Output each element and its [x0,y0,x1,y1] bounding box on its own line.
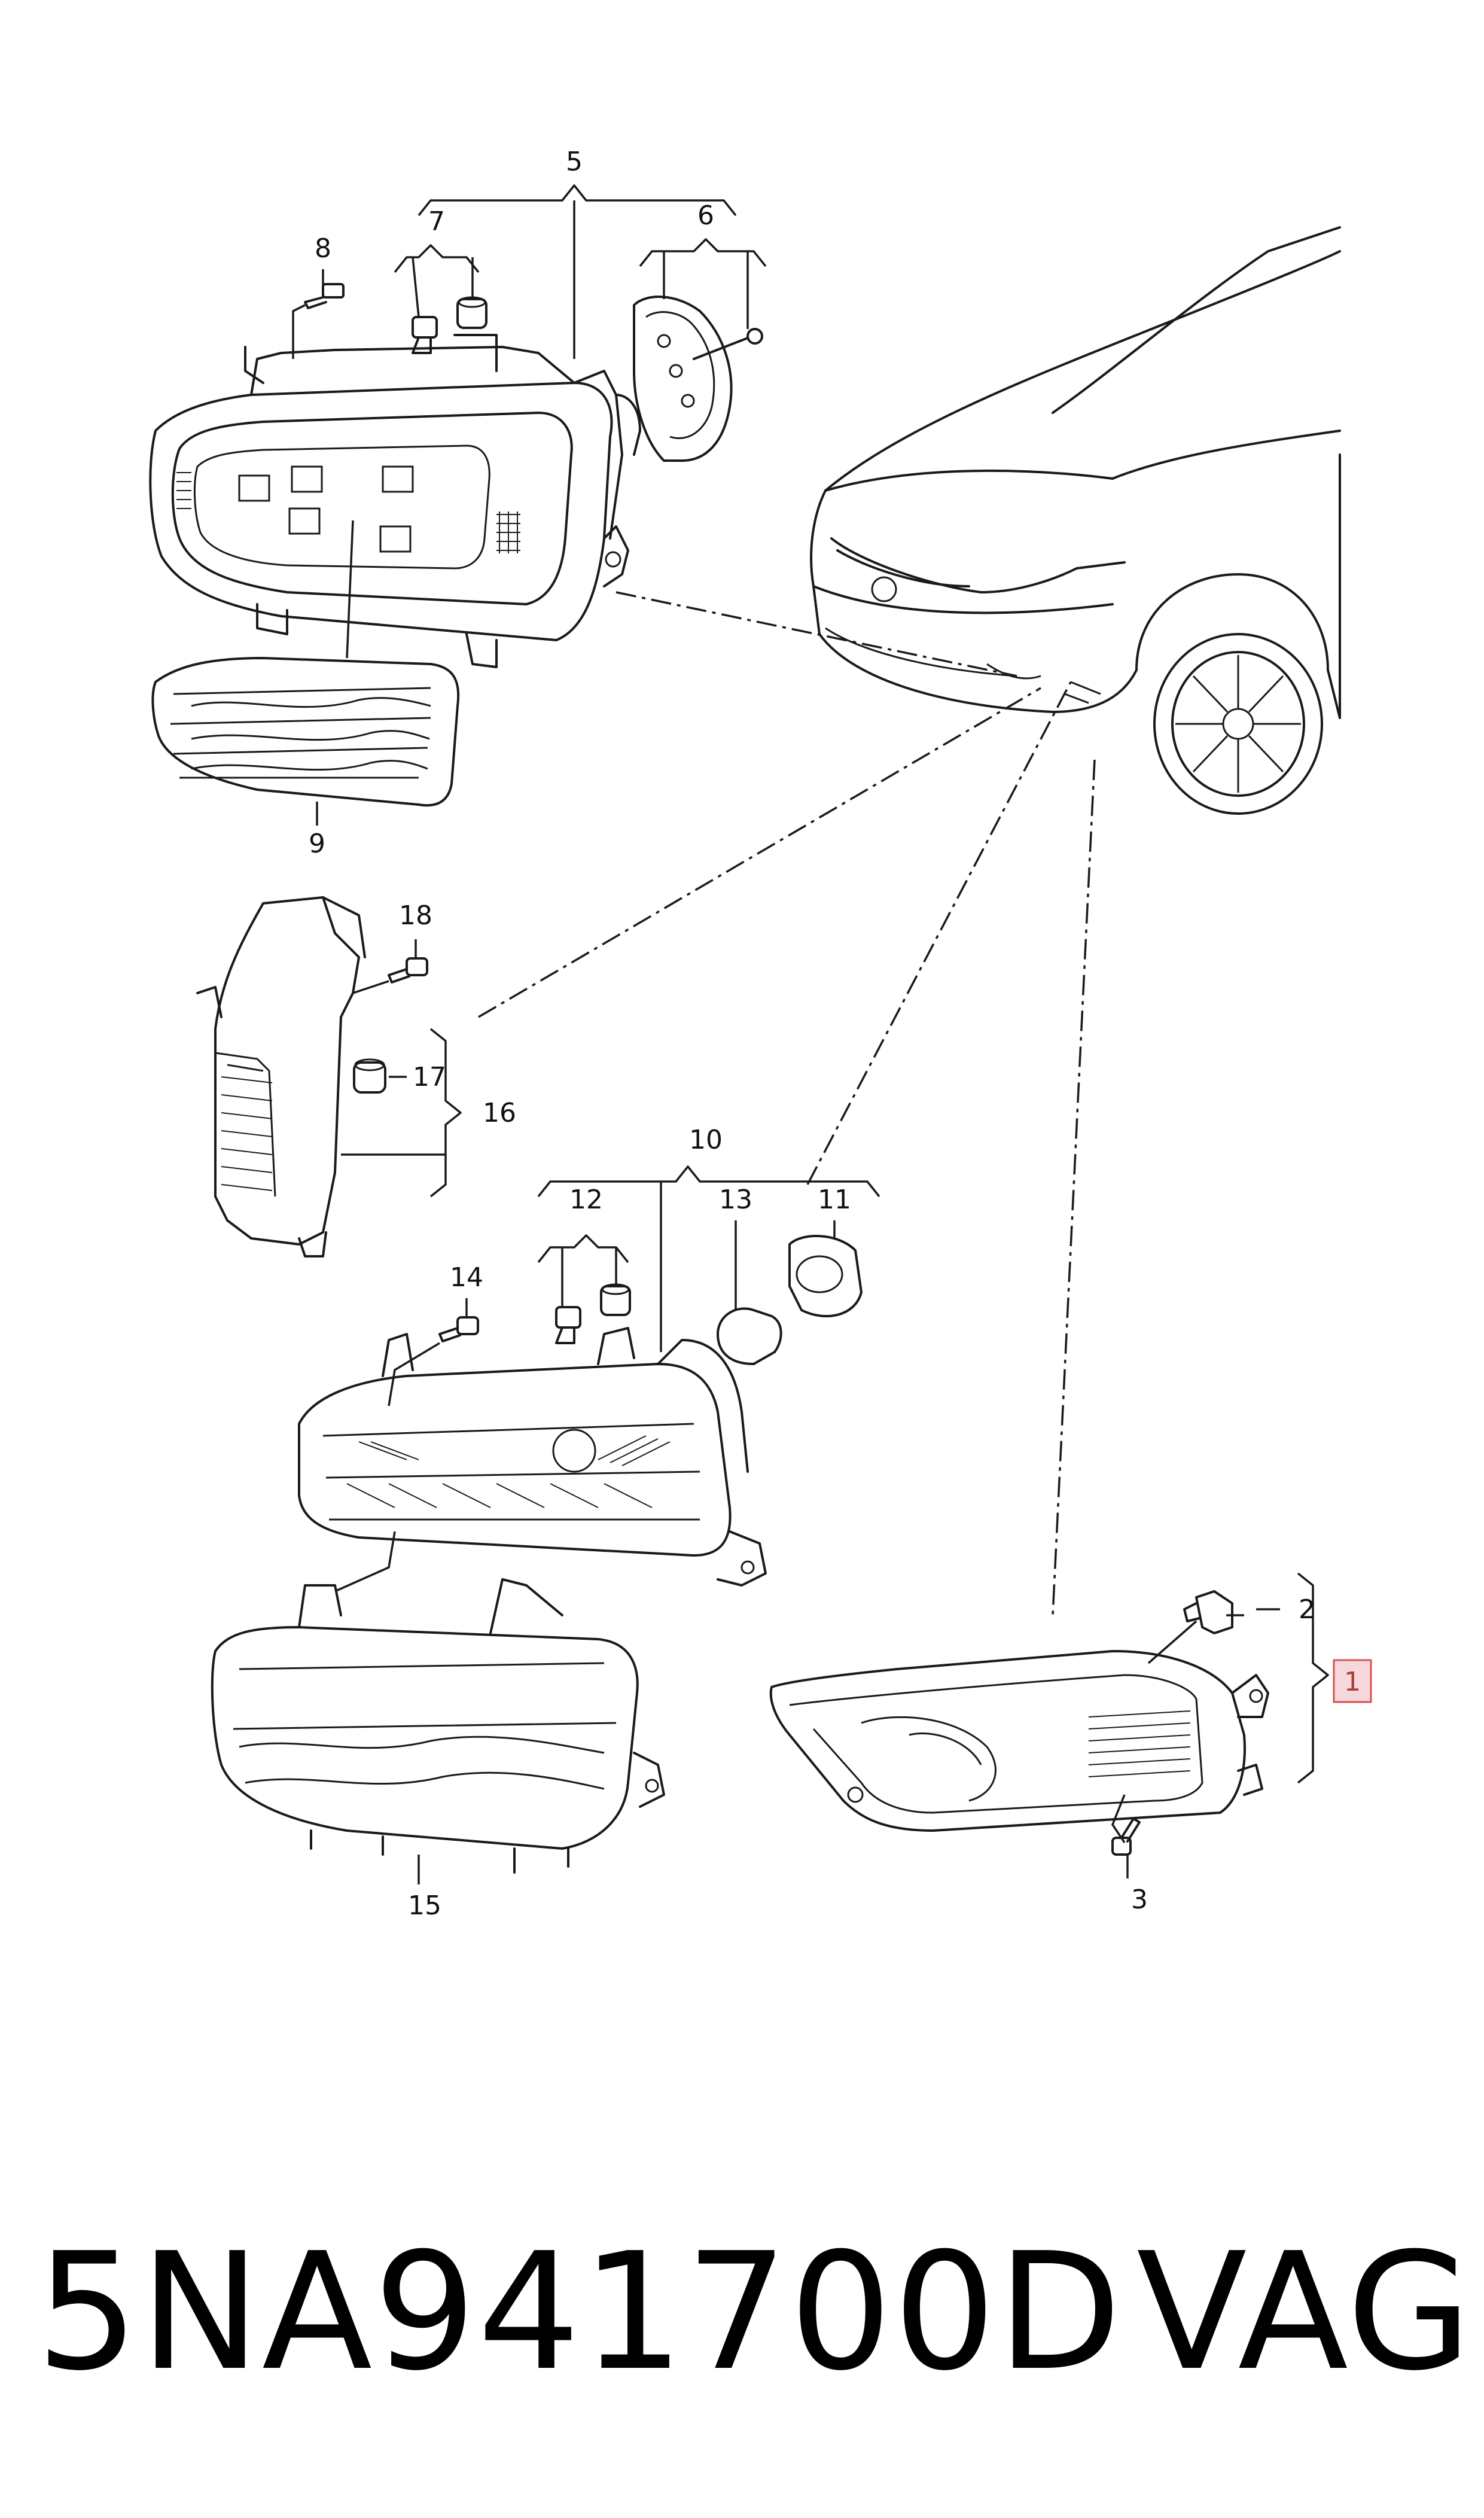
callout-1: 1 [1344,1667,1361,1697]
callout-10: 10 [689,1125,723,1155]
callout-2: 2 [1299,1594,1315,1625]
callout-14: 14 [450,1262,483,1293]
callout-8: 8 [315,233,331,264]
callout-11: 11 [818,1185,851,1215]
callout-1-highlight [1333,1659,1372,1703]
bulb-13 [717,1307,782,1365]
callout-13: 13 [719,1185,752,1215]
callout-9: 9 [309,829,325,859]
callout-18: 18 [399,900,432,931]
brand-text: VAG [1136,2218,1473,2406]
fastener-7b [456,296,487,329]
callout-3: 3 [1131,1884,1148,1915]
callout-16: 16 [483,1098,516,1128]
car-front-illustration [810,226,1341,815]
grommet-17 [353,1058,386,1094]
fastener-7a [412,316,438,354]
callout-15: 15 [408,1890,441,1921]
screw-18 [388,957,428,984]
grille-15 [211,1578,665,1874]
callout-12: 12 [569,1185,603,1215]
bulb-socket-11 [788,1235,863,1317]
callout-labels: 5 7 6 8 9 18 17 16 10 12 13 11 14 15 2 3… [309,147,1372,1921]
headlight-assembly-5 [149,334,641,668]
fog-lamp-1 [769,1650,1269,1832]
screw-3 [1111,1817,1141,1856]
screw-8 [304,283,345,309]
fastener-12b [600,1283,631,1316]
daytime-light-16 [196,896,366,1258]
callout-17: 17 [413,1062,446,1092]
callout-7: 7 [428,206,445,237]
dash-dot-lines [478,591,1096,1616]
fog-light-assembly-10 [298,1327,767,1587]
grille-9 [151,657,460,807]
leader-lines [292,184,1329,1884]
fastener-12a [555,1306,581,1344]
bulb-holder-6 [633,296,763,462]
bulb-2 [1183,1590,1233,1634]
screw-14 [438,1316,479,1342]
part-number-text: 5NA941700D [36,2218,1123,2406]
callout-5: 5 [566,147,583,177]
callout-6: 6 [697,200,714,231]
